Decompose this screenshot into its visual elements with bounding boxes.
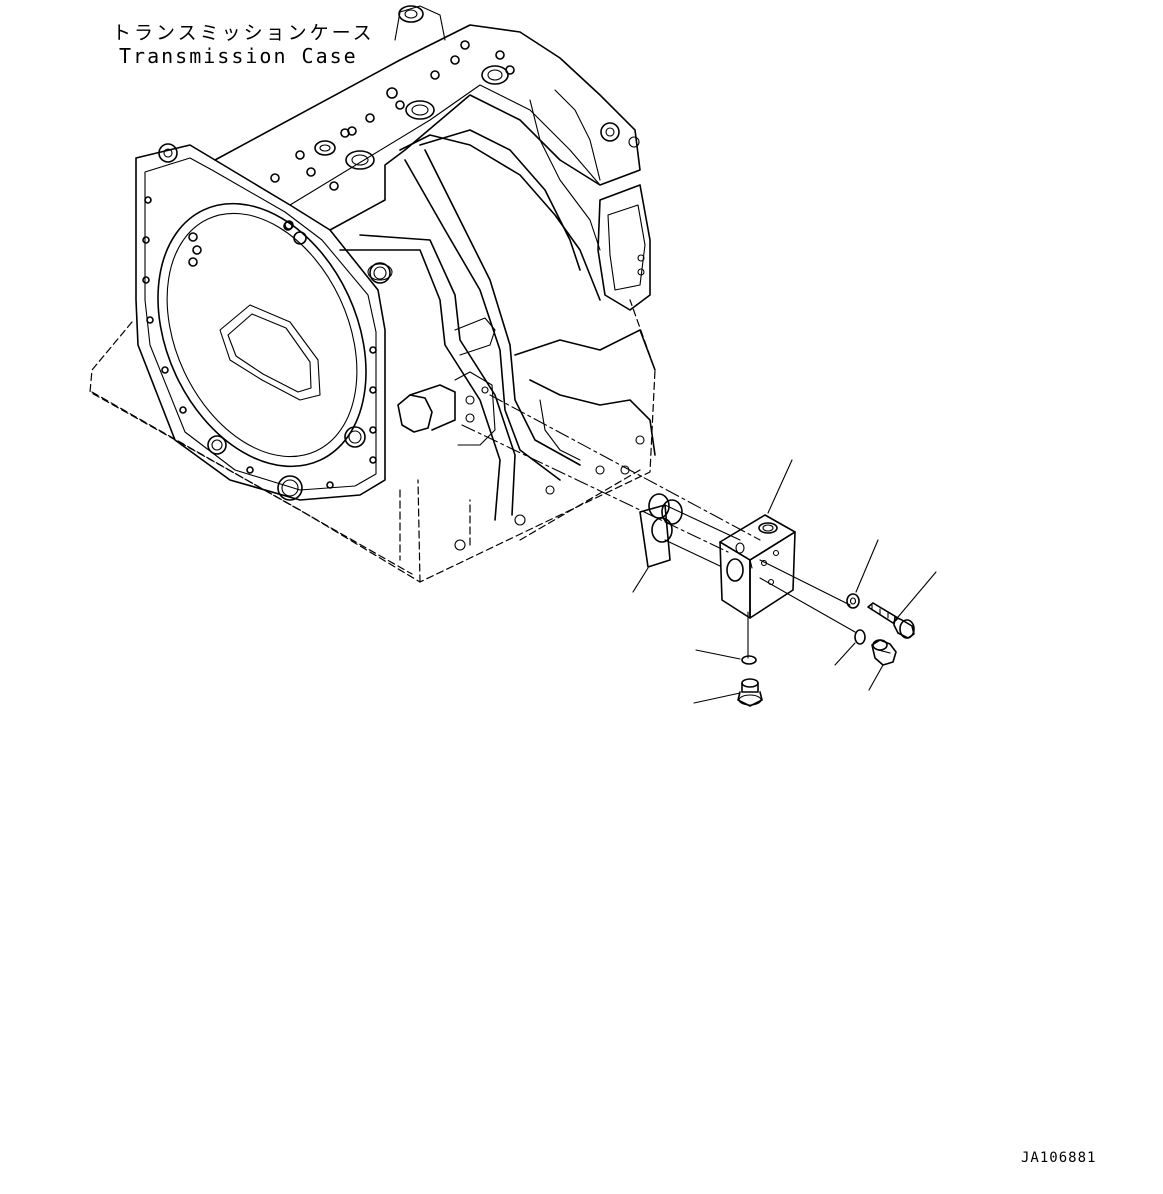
- title-japanese: トランスミッションケース: [112, 22, 375, 44]
- o-ring-right: [854, 629, 866, 645]
- plug-bottom: [737, 678, 763, 707]
- leader-gasket: [632, 567, 649, 593]
- central-boss: [397, 394, 433, 433]
- leader-o-ring-right: [834, 642, 856, 666]
- valve-block: [719, 514, 796, 619]
- top-ports: [270, 40, 515, 230]
- leader-valve-block: [767, 459, 793, 514]
- case-top-deck: [214, 24, 641, 231]
- transmission-case: [89, 5, 656, 583]
- front-flange: [135, 144, 386, 501]
- washer: [846, 593, 860, 609]
- leader-bolt: [897, 571, 937, 618]
- leader-plug-bottom: [693, 692, 741, 704]
- leader-washer: [855, 539, 879, 593]
- leader-o-ring-bottom: [695, 649, 741, 660]
- right-bracket: [597, 184, 651, 311]
- title-english: Transmission Case: [119, 44, 358, 68]
- case-base-outline: [89, 299, 656, 583]
- o-ring-bottom: [741, 655, 757, 665]
- case-drum: [399, 134, 601, 301]
- gasket: [639, 493, 683, 568]
- plug-right: [871, 639, 897, 666]
- flange-bolt-holes: [142, 143, 391, 501]
- bell-housing-ring: [157, 202, 367, 468]
- drawing-id: JA106881: [1021, 1150, 1097, 1166]
- assembly-centerlines: [461, 394, 856, 659]
- mounting-bolt: [867, 602, 915, 639]
- leader-plug-right: [868, 664, 884, 691]
